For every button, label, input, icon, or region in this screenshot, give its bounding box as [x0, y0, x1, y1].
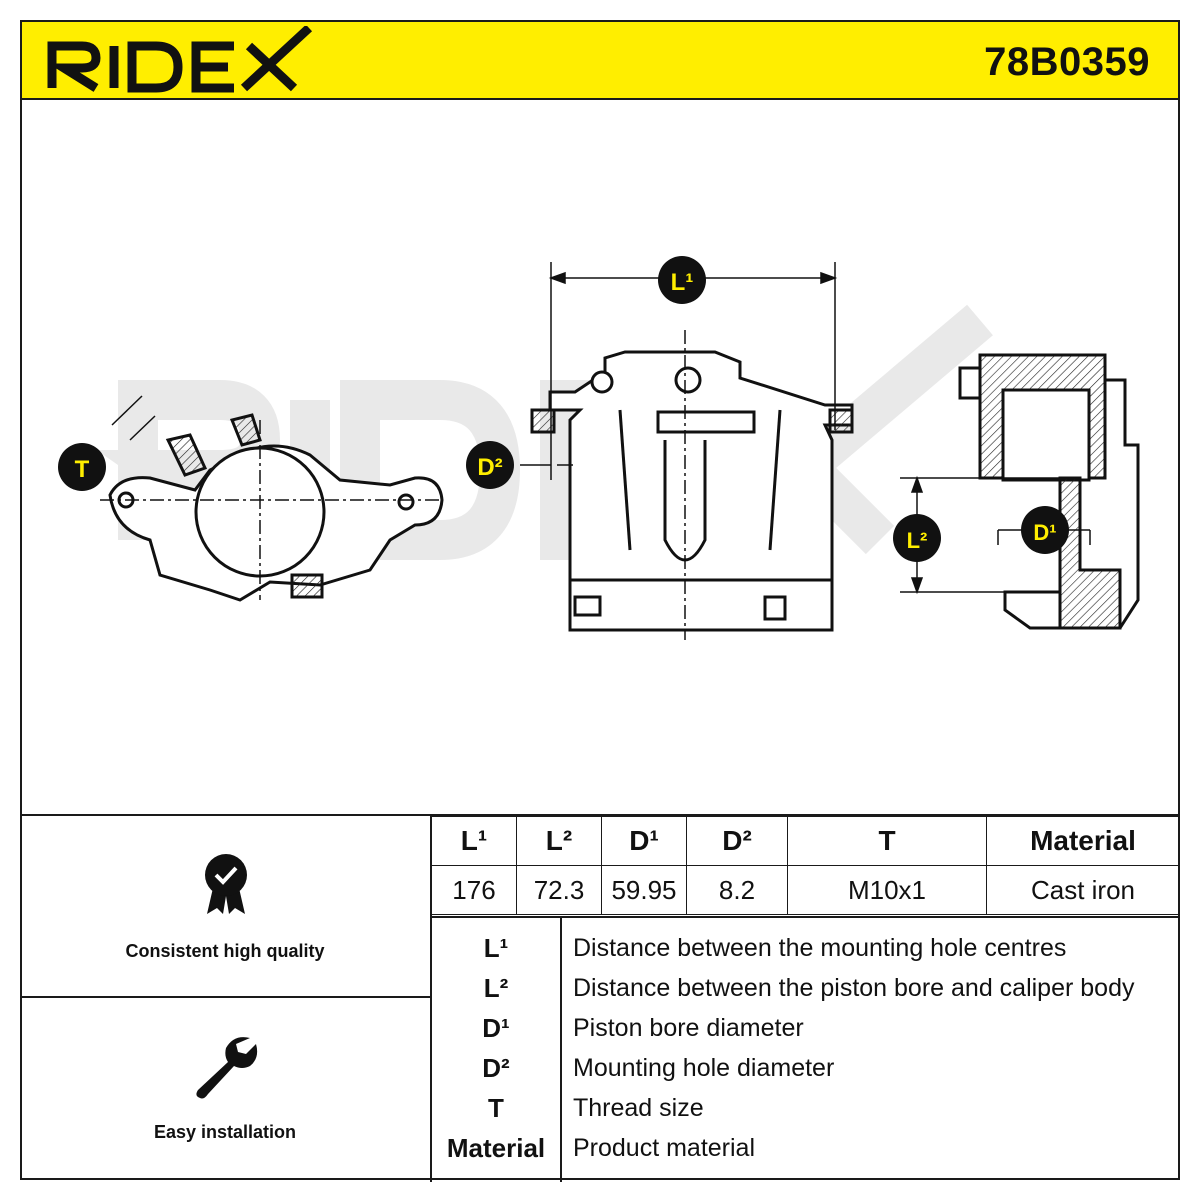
info-section: Consistent high quality Easy installatio…: [20, 814, 1180, 1182]
legend-column-divider: [560, 916, 562, 1182]
svg-text:D¹: D¹: [1033, 520, 1056, 545]
spec-table: L¹ L² D¹ D² T Material 176 72.3 59.95 8.…: [431, 816, 1180, 915]
svg-text:L¹: L¹: [671, 269, 694, 296]
caliper-drawing: T L¹: [58, 256, 1140, 640]
caliper-side-view: [100, 395, 444, 602]
feature-quality: Consistent high quality: [20, 816, 430, 998]
spec-header: Material: [986, 816, 1180, 866]
wrench-icon: [196, 1037, 258, 1099]
legend-row: D² Mounting hole diameter: [432, 1048, 1180, 1088]
feature-installation: Easy installation: [20, 998, 430, 1182]
legend-text: Distance between the piston bore and cal…: [573, 974, 1135, 1002]
spec-header: D¹: [601, 816, 687, 866]
callout-l2: L²: [893, 514, 941, 562]
technical-drawing: T L¹: [20, 100, 1180, 814]
header-bar: 78B0359: [20, 20, 1180, 100]
legend-divider: [432, 916, 1180, 918]
spec-value: 72.3: [516, 865, 602, 915]
legend-row: D¹ Piston bore diameter: [432, 1008, 1180, 1048]
callout-l1: L¹: [658, 256, 706, 304]
spec-value: M10x1: [787, 865, 987, 915]
spec-header: T: [787, 816, 987, 866]
spec-value: Cast iron: [986, 865, 1180, 915]
spec-header: L¹: [431, 816, 517, 866]
legend-key: T: [488, 1093, 504, 1123]
feature-quality-label: Consistent high quality: [125, 941, 325, 961]
callout-t: T: [58, 443, 106, 491]
legend-row: Material Product material: [432, 1128, 1180, 1168]
quality-badge-icon: [205, 854, 247, 914]
part-number: 78B0359: [984, 40, 1150, 84]
legend-key: D²: [482, 1053, 510, 1083]
callout-d1: D¹: [1021, 506, 1069, 554]
ridex-logo: [47, 26, 313, 93]
legend-text: Mounting hole diameter: [573, 1054, 835, 1082]
svg-text:D²: D²: [477, 454, 502, 481]
spec-header: D²: [686, 816, 788, 866]
spec-value-row: 176 72.3 59.95 8.2 M10x1 Cast iron: [431, 865, 1180, 915]
svg-text:L²: L²: [907, 528, 928, 553]
legend-row: L¹ Distance between the mounting hole ce…: [432, 928, 1180, 968]
spec-header: L²: [516, 816, 602, 866]
caliper-front-view: [530, 330, 854, 640]
legend-row: L² Distance between the piston bore and …: [432, 968, 1180, 1008]
callout-d2: D²: [466, 441, 514, 489]
svg-text:T: T: [75, 456, 90, 483]
legend: L¹ Distance between the mounting hole ce…: [432, 916, 1180, 1182]
legend-key: D¹: [482, 1013, 510, 1043]
spec-header-row: L¹ L² D¹ D² T Material: [431, 816, 1180, 866]
legend-text: Distance between the mounting hole centr…: [573, 934, 1067, 962]
caliper-section-view: [958, 353, 1140, 630]
legend-text: Product material: [573, 1134, 756, 1162]
legend-text: Piston bore diameter: [573, 1014, 804, 1042]
legend-row: T Thread size: [432, 1088, 1180, 1128]
feature-installation-label: Easy installation: [153, 1122, 297, 1142]
vertical-divider: [430, 816, 432, 1182]
legend-key: L²: [483, 973, 509, 1003]
legend-text: Thread size: [573, 1094, 704, 1122]
spec-value: 176: [431, 865, 517, 915]
spec-value: 59.95: [601, 865, 687, 915]
spec-value: 8.2: [686, 865, 788, 915]
legend-key: Material: [446, 1133, 546, 1163]
legend-key: L¹: [483, 933, 509, 963]
